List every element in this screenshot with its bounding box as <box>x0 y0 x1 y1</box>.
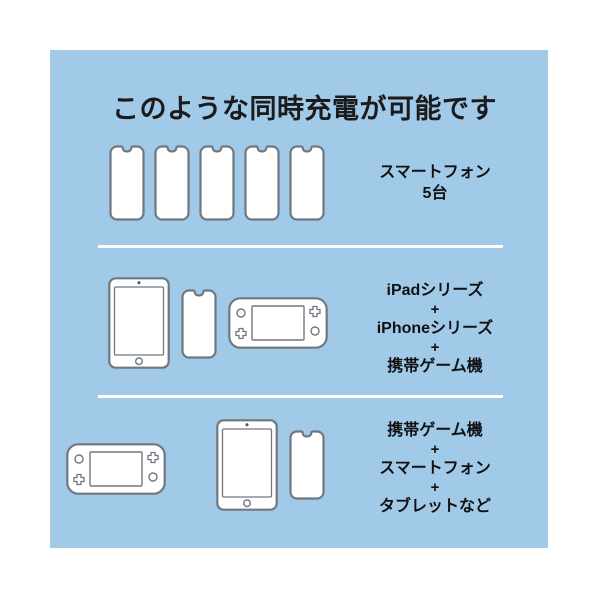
row-game-smartphone-tablet: 携帯ゲーム機 + スマートフォン + タブレットなど <box>50 408 548 528</box>
row-label-line: タブレットなど <box>378 497 491 515</box>
row-ipad-iphone-game-devices <box>50 268 340 388</box>
row-label-line: iPadシリーズ <box>386 281 484 299</box>
row-label-plus: + <box>430 338 440 356</box>
row-label-line: スマートフォン <box>379 459 491 477</box>
row-smartphones-devices <box>50 128 340 238</box>
dpad-icon <box>73 473 85 486</box>
handheld-game-console-device <box>228 297 328 349</box>
row-label-plus: + <box>430 300 440 318</box>
page-title: このような同時充電が可能です <box>112 94 497 125</box>
row-label-line: スマートフォン <box>379 164 491 181</box>
smartphone-device <box>153 144 191 222</box>
smartphone-device <box>108 144 146 222</box>
tablet-device <box>216 419 278 511</box>
row-ipad-iphone-game-label: iPadシリーズ + iPhoneシリーズ + 携帯ゲーム機 <box>342 268 528 388</box>
row-game-smartphone-tablet-devices <box>50 408 340 528</box>
row-label-plus: + <box>430 440 440 458</box>
smartphone-device <box>243 144 281 222</box>
divider-2 <box>98 395 503 398</box>
smartphone-device <box>180 288 218 360</box>
dpad-icon <box>235 327 247 340</box>
row-label-line: iPhoneシリーズ <box>376 319 494 337</box>
row-label-line: 5台 <box>422 185 448 202</box>
row-smartphones: スマートフォン 5台 <box>50 128 548 238</box>
smartphone-device <box>198 144 236 222</box>
row-ipad-iphone-game: iPadシリーズ + iPhoneシリーズ + 携帯ゲーム機 <box>50 268 548 388</box>
tablet-device <box>108 277 170 369</box>
smartphone-device <box>288 429 326 501</box>
row-label-line: 携帯ゲーム機 <box>387 421 483 439</box>
face-buttons-icon <box>147 451 159 464</box>
row-smartphones-label: スマートフォン 5台 <box>342 128 528 238</box>
row-game-smartphone-tablet-label: 携帯ゲーム機 + スマートフォン + タブレットなど <box>342 408 528 528</box>
row-label-plus: + <box>430 478 440 496</box>
divider-1 <box>98 245 503 248</box>
face-buttons-icon <box>309 305 321 318</box>
smartphone-device <box>288 144 326 222</box>
illustration-panel: このような同時充電が可能です <box>50 50 548 548</box>
handheld-game-console-device <box>66 443 166 495</box>
row-label-line: 携帯ゲーム機 <box>387 357 483 375</box>
